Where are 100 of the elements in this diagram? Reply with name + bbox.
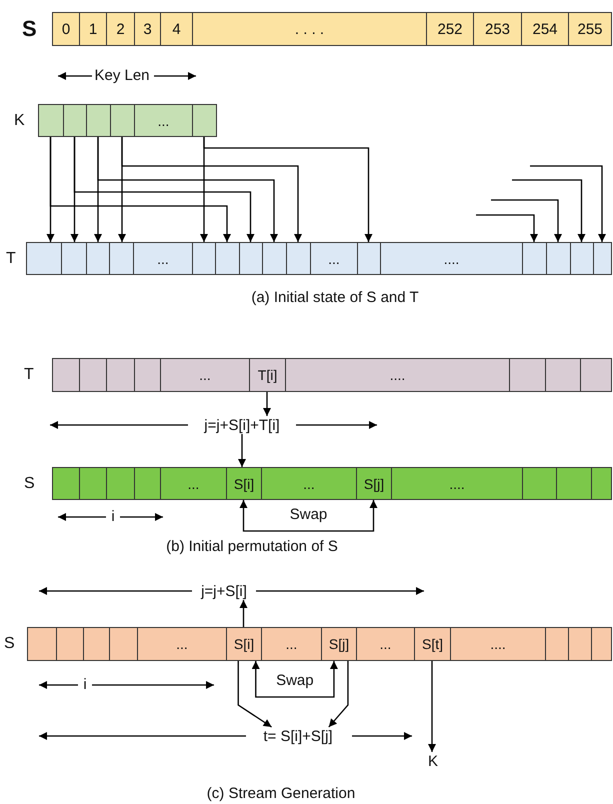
array-cell	[79, 467, 107, 500]
dimension-label: Key Len	[94, 68, 150, 84]
array-cell: ....	[450, 627, 546, 661]
array-name: S	[24, 476, 35, 492]
formula-text: t= S[i]+S[j]	[254, 727, 342, 745]
array-name: S	[22, 18, 37, 40]
array-cell	[192, 104, 217, 137]
arrow	[476, 214, 538, 242]
array-cell	[570, 242, 594, 275]
array-cell	[545, 358, 581, 392]
edge-label: Swap	[288, 506, 330, 524]
array-cell: S[j]	[356, 467, 392, 500]
array-cell: ...	[261, 627, 322, 661]
array-cell	[591, 627, 612, 661]
array-cell	[110, 104, 135, 137]
array-cell: 254	[521, 12, 569, 46]
array-cell: ...	[134, 104, 193, 137]
caption: (b) Initial permutation of S	[166, 538, 338, 556]
array-name: K	[14, 112, 25, 128]
arrow	[428, 661, 436, 752]
array-cell: S[i]	[226, 627, 262, 661]
array-cell	[593, 242, 612, 275]
array-cell	[568, 627, 592, 661]
arrow	[530, 165, 606, 242]
arrow	[512, 179, 586, 242]
array-cell	[38, 104, 64, 137]
array-cell: S[j]	[321, 627, 357, 661]
array-cell	[52, 467, 80, 500]
array-cell: ...	[160, 358, 250, 392]
arrow	[240, 600, 248, 627]
dimension-label: i	[83, 676, 87, 694]
array-cell	[286, 242, 311, 275]
array-cell	[357, 242, 381, 275]
array-cell: ...	[160, 467, 227, 500]
array-cell	[109, 627, 138, 661]
array-cell	[61, 242, 87, 275]
array-cell	[239, 242, 263, 275]
array-cell	[134, 358, 161, 392]
array-cell: . . . .	[192, 12, 427, 46]
arrow	[238, 434, 246, 467]
edge-label: Swap	[274, 672, 316, 690]
array-cell: ....	[391, 467, 523, 500]
array-cell	[63, 104, 87, 137]
array-cell	[262, 242, 287, 275]
arrow	[50, 137, 231, 242]
array-cell	[546, 242, 571, 275]
arrow	[491, 199, 562, 242]
array-cell	[79, 358, 107, 392]
array-cell: ...	[310, 242, 358, 275]
array	[6, 242, 611, 275]
array-cell	[27, 627, 57, 661]
array-cell	[106, 467, 135, 500]
array-cell: ...	[261, 467, 357, 500]
array-cell: 253	[473, 12, 522, 46]
array-cell: ...	[356, 627, 415, 661]
arrow	[252, 661, 338, 698]
caption: (a) Initial state of S and T	[251, 290, 419, 306]
arrow	[263, 392, 271, 416]
arrow	[328, 661, 349, 728]
array-cell: S[t]	[414, 627, 451, 661]
array-cell: ....	[380, 242, 523, 275]
array	[24, 358, 611, 392]
array-cell	[522, 467, 557, 500]
output-label: K	[426, 752, 440, 770]
array-cell: ...	[137, 627, 227, 661]
array-cell: ...	[133, 242, 193, 275]
array-cell	[52, 358, 80, 392]
array-cell	[591, 467, 612, 500]
array-cell	[86, 104, 111, 137]
array-cell	[134, 467, 161, 500]
caption: (c) Stream Generation	[206, 786, 356, 802]
array-cell: T[i]	[249, 358, 286, 392]
array-cell	[580, 358, 612, 392]
arrow	[121, 137, 302, 242]
array	[24, 467, 611, 500]
arrow	[97, 137, 278, 242]
array-cell: S[i]	[226, 467, 262, 500]
array-cell	[522, 242, 547, 275]
array-cell	[192, 242, 216, 275]
array-cell	[86, 242, 110, 275]
array-cell	[545, 627, 569, 661]
array-name: S	[4, 636, 15, 652]
array	[4, 627, 611, 661]
array-cell	[106, 358, 135, 392]
array-cell	[556, 467, 592, 500]
array-cell	[83, 627, 110, 661]
arrow	[240, 500, 378, 532]
arrow	[74, 137, 254, 242]
formula-text: j=j+S[i]	[194, 582, 254, 600]
array-cell	[56, 627, 84, 661]
array-cell: 0	[52, 12, 80, 46]
arrow	[203, 137, 372, 242]
array-cell	[215, 242, 240, 275]
array-name: T	[6, 250, 16, 266]
arrow	[238, 661, 272, 728]
array-cell: 4	[160, 12, 193, 46]
array-cell: 255	[568, 12, 612, 46]
array-cell: 2	[106, 12, 135, 46]
formula-text: j=j+S[i]+T[i]	[192, 416, 292, 434]
dimension-label: i	[111, 508, 115, 526]
